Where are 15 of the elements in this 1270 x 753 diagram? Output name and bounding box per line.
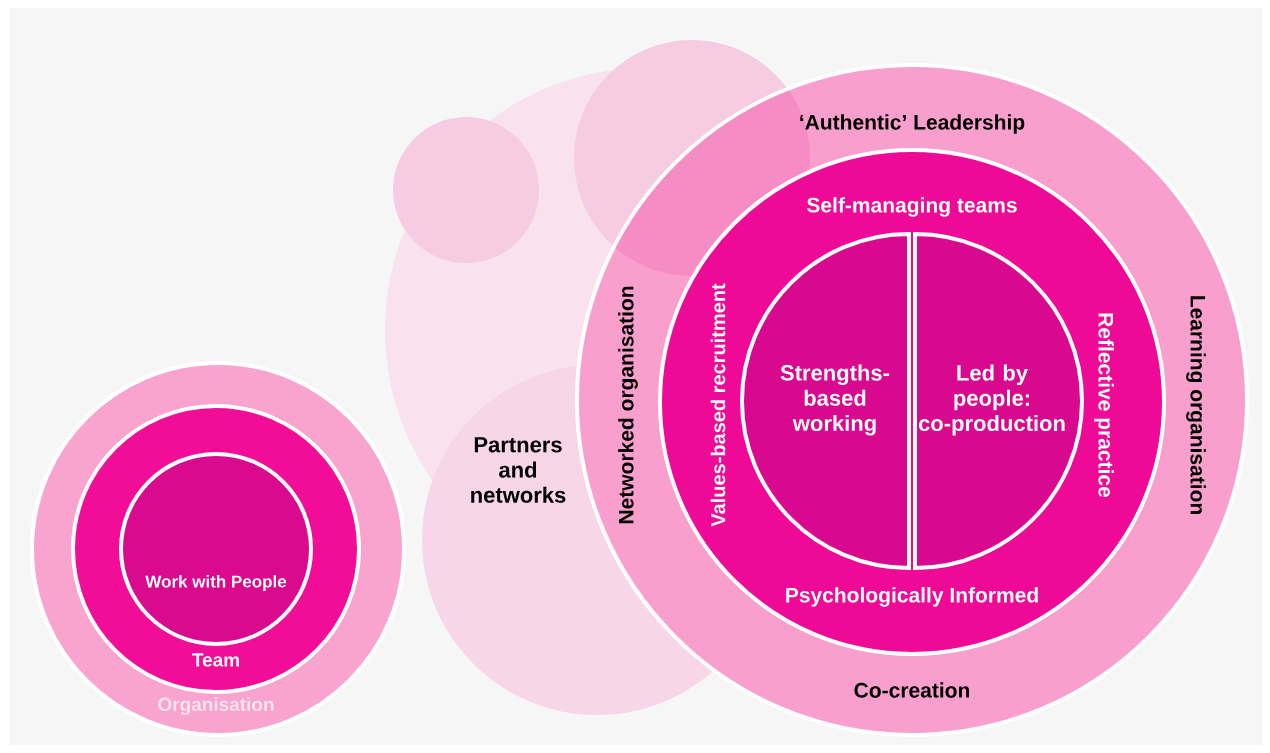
ring-label: Co-creation — [854, 682, 969, 698]
ring-label: Team — [192, 653, 239, 667]
circle — [119, 452, 313, 646]
ring-label: ‘Authentic’ Leadership — [800, 114, 1025, 134]
ring-label: Self-managing teams — [807, 197, 1017, 217]
ring-label: Psychologically Informed — [786, 587, 1038, 607]
circle-label: Work with People — [145, 575, 287, 591]
circle-label: Strengths-based working — [780, 364, 890, 436]
ring-label: Learning organisation — [1186, 296, 1206, 514]
ring-label: Reflective practice — [1094, 313, 1114, 497]
ring-label: Networked organisation — [618, 286, 638, 524]
ring-label: Values-based recruitment — [710, 283, 726, 527]
circle-label: Led by people: co-production — [918, 364, 1065, 436]
ring-label: Organisation — [158, 697, 274, 715]
bubble-label: Partners and networks — [471, 437, 566, 503]
